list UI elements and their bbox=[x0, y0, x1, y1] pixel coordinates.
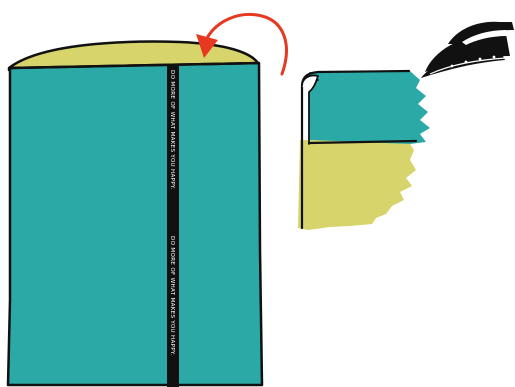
iron-icon bbox=[421, 22, 514, 78]
folded-edge-detail bbox=[298, 71, 430, 230]
fabric-panel: DO MORE OF WHAT MAKES YOU HAPPY. DO MORE… bbox=[8, 42, 262, 387]
detail-teal-layer bbox=[309, 71, 430, 144]
ribbon-text-2: DO MORE OF WHAT MAKES YOU HAPPY. bbox=[169, 236, 175, 356]
detail-yellow-layer bbox=[298, 140, 416, 230]
ribbon-text-1: DO MORE OF WHAT MAKES YOU HAPPY. bbox=[169, 70, 175, 190]
fabric-body bbox=[8, 63, 262, 385]
